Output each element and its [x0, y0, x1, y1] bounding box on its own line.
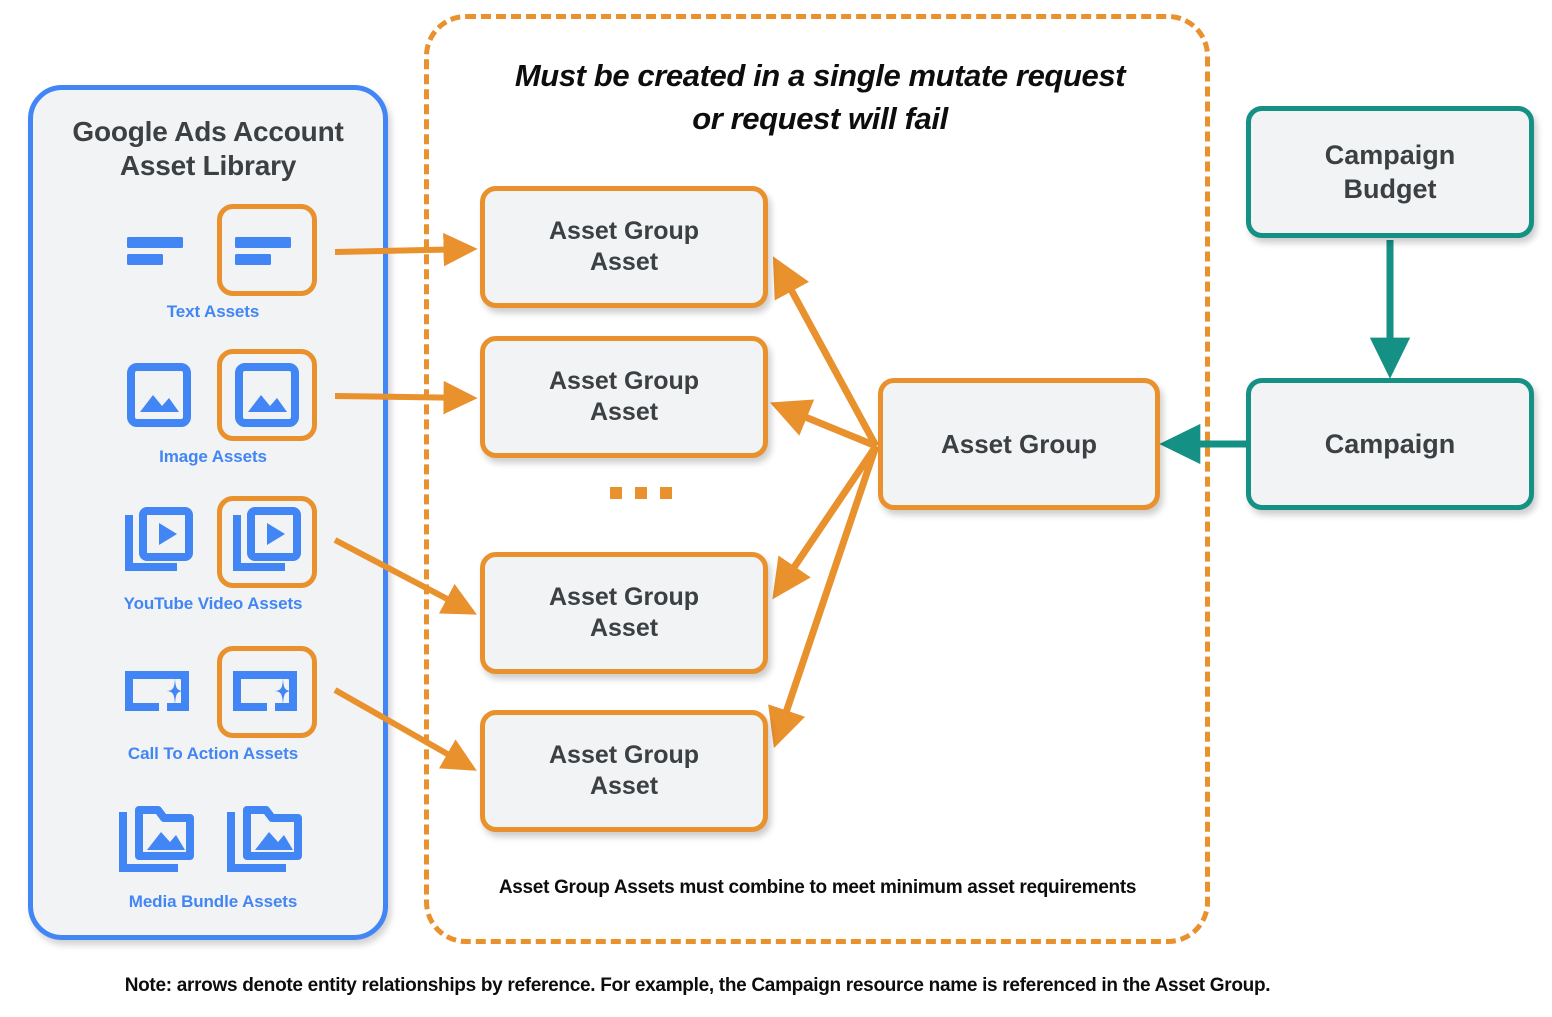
asset-library-title: Google Ads Account Asset Library — [33, 115, 383, 183]
asset-caption-image: Image Assets — [159, 447, 267, 466]
asset-group-asset-label-2: Asset Group Asset — [549, 366, 699, 429]
aga-line1-1: Asset Group — [548, 216, 700, 245]
arrow-image-to-aga2 — [334, 380, 478, 415]
video-stack-icon — [109, 496, 209, 588]
asset-group-node[interactable]: Asset Group — [878, 378, 1160, 510]
mutate-panel-footnote: Asset Group Assets must combine to meet … — [498, 877, 1137, 898]
asset-row-image[interactable]: Image Assets — [33, 345, 393, 467]
arrow-text-to-aga1 — [334, 232, 478, 267]
image-icon-selected[interactable] — [217, 349, 317, 441]
text-lines-icon — [109, 204, 209, 296]
asset-caption-cta: Call To Action Assets — [127, 744, 299, 763]
aga-line1-3: Asset Group — [548, 582, 700, 611]
mutate-request-panel — [424, 14, 1210, 944]
asset-library-title-line2: Asset Library — [119, 150, 297, 182]
asset-icons-media-bundle — [33, 790, 393, 890]
mutate-title-line1: Must be created in a single mutate reque… — [514, 58, 1126, 93]
call-to-action-sparkle-icon-selected[interactable] — [217, 646, 317, 738]
diagram-note: Note: arrows denote entity relationships… — [124, 975, 1271, 996]
ellipsis-indicator — [610, 487, 672, 499]
asset-icons-cta — [33, 642, 393, 742]
asset-caption-media-bundle: Media Bundle Assets — [128, 892, 298, 911]
asset-caption-text: Text Assets — [166, 302, 260, 321]
media-bundle-folder-icon-2 — [217, 794, 317, 886]
campaign-node[interactable]: Campaign — [1246, 378, 1534, 510]
asset-row-video[interactable]: YouTube Video Assets — [33, 492, 393, 614]
media-bundle-folder-icon — [109, 794, 209, 886]
text-lines-icon-selected[interactable] — [217, 204, 317, 296]
aga-line2-3: Asset — [589, 614, 659, 642]
asset-library-panel: Google Ads Account Asset Library — [28, 85, 388, 940]
arrow-assetgroup-to-aga4 — [768, 444, 880, 749]
asset-group-asset-node-4[interactable]: Asset Group Asset — [480, 710, 768, 832]
arrow-assetgroup-to-aga2 — [769, 399, 878, 450]
ellipsis-dot-1 — [610, 487, 622, 499]
asset-group-asset-label-4: Asset Group Asset — [549, 740, 699, 803]
asset-caption-video: YouTube Video Assets — [123, 594, 303, 613]
image-icon — [109, 349, 209, 441]
aga-line2-4: Asset — [589, 772, 659, 800]
arrow-cta-to-aga4 — [333, 687, 477, 771]
asset-group-label: Asset Group — [940, 428, 1098, 459]
ellipsis-dot-2 — [635, 487, 647, 499]
arrow-assetgroup-to-aga3 — [772, 444, 879, 600]
aga-line1-4: Asset Group — [548, 740, 700, 769]
ellipsis-dot-3 — [660, 487, 672, 499]
arrow-video-to-aga3 — [333, 537, 477, 615]
asset-group-asset-node-1[interactable]: Asset Group Asset — [480, 186, 768, 308]
asset-group-asset-label-1: Asset Group Asset — [549, 216, 699, 279]
aga-line2-2: Asset — [589, 398, 659, 426]
arrow-assetgroup-to-aga1 — [772, 256, 880, 448]
asset-library-title-line1: Google Ads Account — [72, 116, 344, 147]
asset-row-cta[interactable]: Call To Action Assets — [33, 642, 393, 764]
campaign-budget-node[interactable]: Campaign Budget — [1246, 106, 1534, 238]
aga-line1-2: Asset Group — [548, 366, 700, 395]
asset-row-text[interactable]: Text Assets — [33, 200, 393, 322]
aga-line2-1: Asset — [589, 248, 659, 276]
asset-group-asset-node-3[interactable]: Asset Group Asset — [480, 552, 768, 674]
asset-group-asset-node-2[interactable]: Asset Group Asset — [480, 336, 768, 458]
video-stack-icon-selected[interactable] — [217, 496, 317, 588]
campaign-label: Campaign — [1324, 428, 1456, 459]
campaign-budget-line2: Budget — [1343, 174, 1437, 204]
mutate-request-panel-title: Must be created in a single mutate reque… — [440, 55, 1200, 141]
asset-icons-image — [33, 345, 393, 445]
mutate-title-line2: or request will fail — [692, 100, 948, 136]
asset-row-media-bundle[interactable]: Media Bundle Assets — [33, 790, 393, 912]
campaign-budget-line1: Campaign — [1324, 139, 1456, 170]
campaign-budget-label: Campaign Budget — [1325, 138, 1456, 206]
asset-icons-text — [33, 200, 393, 300]
call-to-action-sparkle-icon — [109, 646, 209, 738]
asset-group-asset-label-3: Asset Group Asset — [549, 582, 699, 645]
asset-icons-video — [33, 492, 393, 592]
